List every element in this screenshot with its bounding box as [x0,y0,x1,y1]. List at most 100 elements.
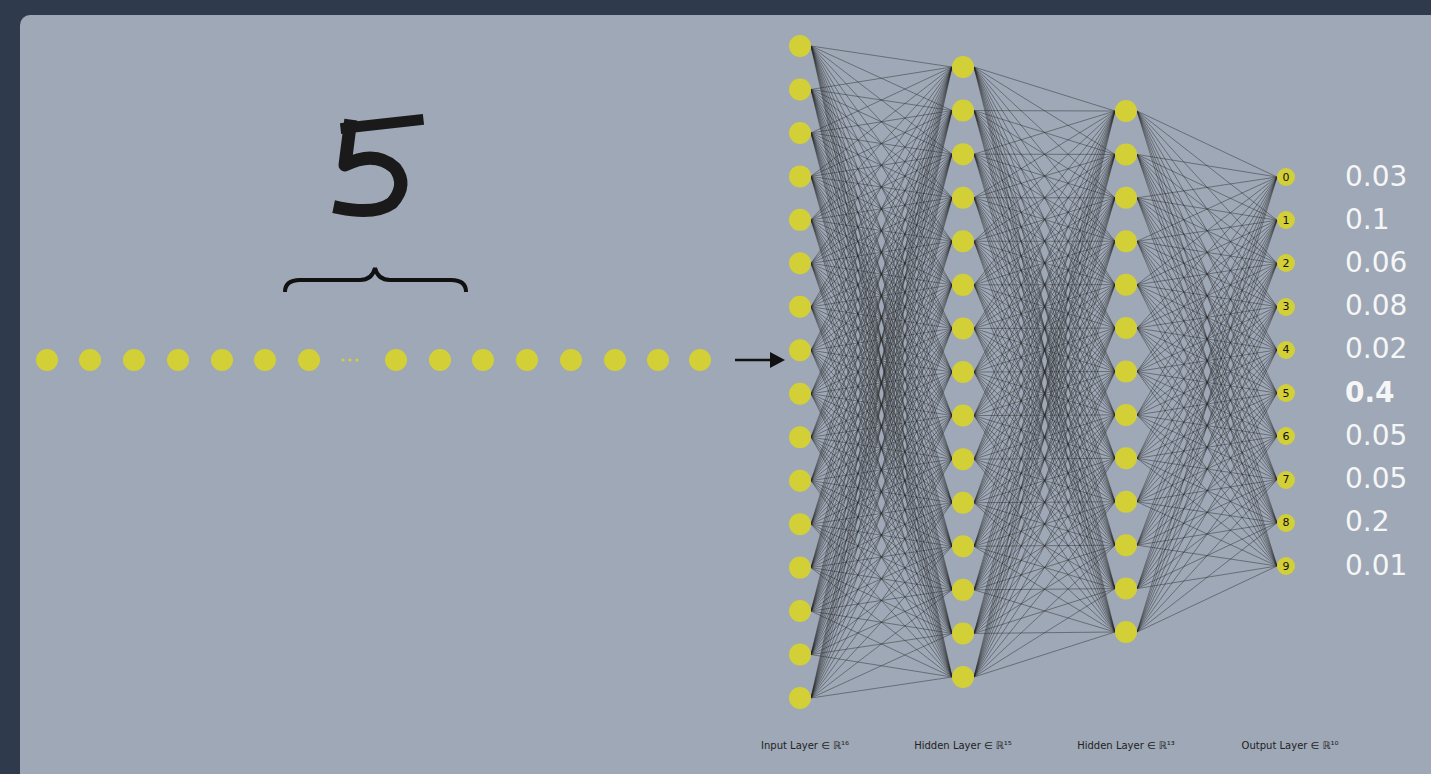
neuron [789,644,811,666]
output-neuron: 3 [1277,298,1295,316]
connection-line [811,46,952,590]
connection-line [1137,566,1277,632]
connection-line [1137,480,1277,632]
neuron [1115,187,1137,209]
connection-line [1137,307,1277,632]
curly-brace [285,268,466,292]
connection-lines [811,46,1277,698]
probability-value: 0.4 [1345,378,1395,409]
connection-line [1137,177,1277,589]
connection-line [1137,523,1277,632]
ellipsis-dot [355,358,358,361]
neuron [952,100,974,122]
neuron [952,666,974,688]
digit-label: 3 [1283,301,1290,312]
input-pixel-dot [123,349,145,371]
layer-caption: Hidden Layer ∈ ℝ¹⁵ [914,740,1012,751]
layer-caption: Hidden Layer ∈ ℝ¹³ [1077,740,1175,751]
connection-line [974,67,1115,632]
digit-label: 6 [1283,431,1290,442]
neuron [789,513,811,535]
connection-line [1137,111,1277,566]
connection-line [974,198,1115,677]
connection-line [811,328,952,698]
probability-value: 0.1 [1345,205,1390,236]
digit-label: 7 [1283,474,1290,485]
connection-line [1137,393,1277,632]
probability-value: 0.2 [1345,507,1390,538]
layer-caption: Input Layer ∈ ℝ¹⁶ [761,740,849,751]
connection-line [974,111,1115,285]
connection-line [974,502,1115,677]
connection-line [974,111,1115,633]
neuron [789,687,811,709]
connection-line [811,46,952,677]
neuron [1115,491,1137,513]
connection-line [1137,177,1277,502]
connection-line [974,589,1115,677]
connection-line [811,67,952,89]
connection-line [1137,154,1277,177]
neuron [789,165,811,187]
neuron [789,122,811,144]
connection-line [811,677,952,698]
neuron [1115,230,1137,252]
neuron [952,535,974,557]
input-pixel-dot [79,349,101,371]
neuron [789,339,811,361]
probability-value: 0.08 [1345,291,1407,322]
input-pixel-dot [298,349,320,371]
connection-line [811,67,952,524]
neuron [952,274,974,296]
neuron [952,317,974,339]
neuron [1115,534,1137,556]
ellipsis-dot [341,358,344,361]
connection-line [811,372,952,698]
connection-line [1137,350,1277,632]
input-pixel-dot [385,349,407,371]
probability-value: 0.06 [1345,248,1407,279]
connection-line [811,67,952,568]
connection-line [1137,436,1277,632]
probability-value: 0.03 [1345,162,1407,193]
digit-label: 9 [1283,561,1290,572]
connection-line [974,415,1115,677]
neuron [789,35,811,57]
connection-line [974,111,1115,590]
connection-line [974,67,1115,589]
connection-line [1137,154,1277,566]
output-neuron: 7 [1277,471,1295,489]
input-pixel-dot [167,349,189,371]
connection-line [811,67,952,698]
probability-value: 0.05 [1345,421,1407,452]
connection-line [974,67,1115,154]
connection-line [974,111,1115,154]
neuron [952,56,974,78]
digit-label: 0 [1283,172,1290,183]
neuron [952,143,974,165]
connection-line [811,67,952,611]
input-arrow-head [770,352,785,368]
connection-line [1137,111,1277,177]
input-pixel-dot [429,349,451,371]
connection-line [811,67,952,655]
input-pixel-dot [560,349,582,371]
connection-line [974,67,1115,415]
input-pixel-dot [254,349,276,371]
connection-line [1137,177,1277,632]
input-arrow-shaft [735,359,772,362]
connection-line [811,154,952,698]
connection-line [1137,177,1277,545]
neuron [789,557,811,579]
input-pixel-dot [36,349,58,371]
connection-line [1137,198,1277,566]
neuron [1115,274,1137,296]
layer-caption: Output Layer ∈ ℝ¹⁰ [1242,740,1339,751]
digit-label: 4 [1283,344,1290,355]
connection-line [974,372,1115,678]
connection-line [811,546,952,698]
neuron [952,230,974,252]
connection-line [974,632,1115,677]
connection-line [1137,263,1277,632]
connection-line [811,633,952,698]
